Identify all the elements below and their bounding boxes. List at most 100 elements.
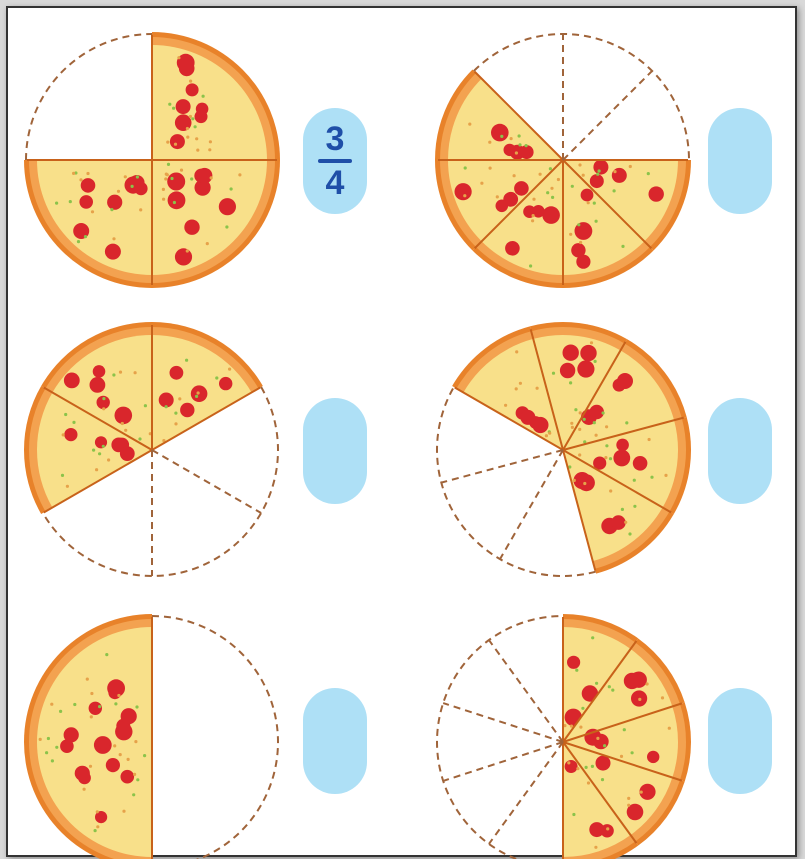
herb-speck <box>578 428 581 431</box>
herb-speck <box>178 397 181 400</box>
pepperoni-topping <box>107 679 125 697</box>
empty-slice-divider <box>441 450 563 483</box>
herb-speck <box>590 341 593 344</box>
herb-speck <box>557 178 560 181</box>
herb-speck <box>143 754 146 757</box>
pepperoni-topping <box>613 450 630 467</box>
herb-speck <box>98 705 101 708</box>
herb-speck <box>168 103 171 106</box>
herb-speck <box>72 421 75 424</box>
pepperoni-topping <box>580 345 596 361</box>
pepperoni-topping <box>79 195 93 209</box>
herb-speck <box>582 174 585 177</box>
herb-speck <box>166 141 169 144</box>
herb-speck <box>131 185 134 188</box>
herb-speck <box>136 778 139 781</box>
empty-slice-divider <box>489 742 563 844</box>
herb-speck <box>162 198 165 201</box>
herb-speck <box>121 422 124 425</box>
pepperoni-topping <box>455 183 472 200</box>
herb-speck <box>591 636 594 639</box>
herb-speck <box>545 434 548 437</box>
pizza-3 <box>24 322 278 576</box>
herb-speck <box>139 208 142 211</box>
herb-speck <box>638 698 641 701</box>
herb-speck <box>647 172 650 175</box>
herb-speck <box>170 177 173 180</box>
answer-box-2[interactable] <box>708 108 772 214</box>
pizza-slice-filled <box>24 160 152 288</box>
herb-speck <box>570 422 573 425</box>
herb-speck <box>86 172 89 175</box>
herb-speck <box>515 387 518 390</box>
herb-speck <box>650 476 653 479</box>
pizza-5 <box>24 614 278 859</box>
herb-speck <box>86 678 89 681</box>
herb-speck <box>102 445 105 448</box>
pepperoni-topping <box>180 403 194 417</box>
herb-speck <box>105 653 108 656</box>
pepperoni-topping <box>593 160 608 175</box>
answer-box-4[interactable] <box>708 398 772 504</box>
herb-speck <box>110 208 113 211</box>
empty-slice-outline <box>26 34 152 160</box>
herb-speck <box>92 449 95 452</box>
herb-speck <box>583 482 586 485</box>
herb-speck <box>581 707 584 710</box>
herb-speck <box>546 191 549 194</box>
herb-speck <box>55 202 58 205</box>
herb-speck <box>189 80 192 83</box>
herb-speck <box>602 411 605 414</box>
pepperoni-topping <box>120 446 135 461</box>
answer-box-1[interactable]: 3 4 <box>303 108 367 214</box>
herb-speck <box>194 125 197 128</box>
herb-speck <box>174 422 177 425</box>
herb-speck <box>623 728 626 731</box>
pepperoni-topping <box>514 181 529 196</box>
pepperoni-topping <box>633 456 648 471</box>
herb-speck <box>172 107 175 110</box>
herb-speck <box>583 418 586 421</box>
herb-speck <box>102 407 105 410</box>
pepperoni-topping <box>649 186 664 201</box>
herb-speck <box>98 452 101 455</box>
herb-speck <box>124 175 127 178</box>
pepperoni-topping <box>106 758 120 772</box>
herb-speck <box>488 141 491 144</box>
herb-speck <box>518 143 521 146</box>
herb-speck <box>136 175 139 178</box>
fraction-numerator: 3 <box>326 122 345 156</box>
herb-speck <box>633 479 636 482</box>
answer-box-3[interactable] <box>303 398 367 504</box>
pepperoni-topping <box>565 760 578 773</box>
empty-slice-divider <box>500 450 563 559</box>
herb-speck <box>202 95 205 98</box>
herb-speck <box>66 485 69 488</box>
pepperoni-topping <box>505 241 520 256</box>
answer-box-6[interactable] <box>708 688 772 794</box>
empty-slice-divider <box>489 640 563 742</box>
pepperoni-topping <box>170 134 185 149</box>
pepperoni-topping <box>612 168 627 183</box>
herb-speck <box>119 371 122 374</box>
herb-speck <box>480 182 483 185</box>
herb-speck <box>90 715 93 718</box>
herb-speck <box>624 521 627 524</box>
pepperoni-topping <box>560 363 575 378</box>
herb-speck <box>195 395 198 398</box>
herb-speck <box>167 163 170 166</box>
herb-speck <box>605 444 608 447</box>
pepperoni-topping <box>567 656 580 669</box>
pepperoni-topping <box>176 99 191 114</box>
herb-speck <box>47 737 50 740</box>
answer-box-5[interactable] <box>303 688 367 794</box>
pepperoni-topping <box>590 174 604 188</box>
herb-speck <box>604 456 607 459</box>
herb-speck <box>573 479 576 482</box>
pepperoni-topping <box>64 373 80 389</box>
herb-speck <box>73 703 76 706</box>
herb-speck <box>627 797 630 800</box>
herb-speck <box>608 685 611 688</box>
pepperoni-topping <box>90 377 106 393</box>
